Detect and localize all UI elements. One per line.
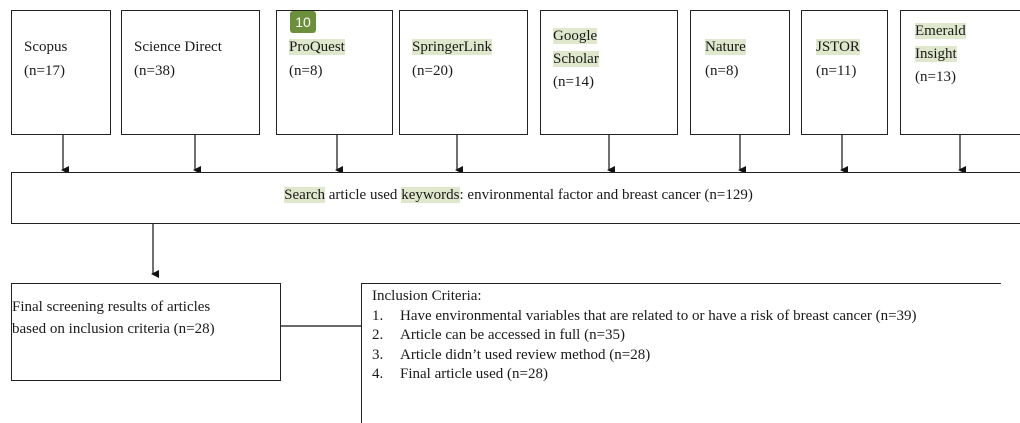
source-count: (n=20) bbox=[412, 63, 453, 79]
keywords-word: keywords bbox=[401, 187, 460, 203]
list-text: Final article used (n=28) bbox=[400, 366, 549, 382]
source-box-science-direct: Science Direct (n=38) bbox=[121, 10, 260, 135]
source-name: Google Scholar bbox=[553, 28, 599, 67]
source-name: Emerald Insight bbox=[915, 23, 966, 62]
search-keywords-box: Search article used keywords: environmen… bbox=[11, 172, 1020, 224]
inclusion-criteria-box: Inclusion Criteria: 1. Have environmenta… bbox=[361, 283, 1001, 423]
source-box-scopus: Scopus (n=17) bbox=[11, 10, 111, 135]
list-text: Have environmental variables that are re… bbox=[400, 307, 917, 324]
list-number: 3. bbox=[372, 346, 384, 363]
source-box-jstor: JSTOR (n=11) bbox=[801, 10, 888, 135]
source-box-google-scholar: Google Scholar (n=14) bbox=[540, 10, 678, 135]
search-text-rest: : environmental factor and breast cancer… bbox=[459, 187, 753, 203]
search-text: article used bbox=[324, 187, 402, 203]
source-name: JSTOR bbox=[816, 39, 860, 55]
list-item: 3. Article didn’t used review method (n=… bbox=[372, 346, 1001, 366]
final-line-2: based on inclusion criteria (n=28) bbox=[12, 321, 215, 337]
list-item: 4. Final article used (n=28) bbox=[372, 365, 1001, 385]
list-item: 1. Have environmental variables that are… bbox=[372, 307, 1001, 327]
source-name: SpringerLink bbox=[412, 39, 492, 55]
source-count: (n=11) bbox=[816, 63, 857, 79]
annotation-badge[interactable]: 10 bbox=[290, 11, 316, 33]
source-box-springerlink: SpringerLink (n=20) bbox=[399, 10, 528, 135]
source-count: (n=14) bbox=[553, 74, 594, 90]
source-count: (n=8) bbox=[289, 63, 323, 79]
list-number: 2. bbox=[372, 327, 384, 343]
source-count: (n=17) bbox=[24, 63, 65, 79]
list-number: 4. bbox=[372, 366, 384, 382]
source-count: (n=13) bbox=[915, 69, 956, 85]
list-text: Article can be accessed in full (n=35) bbox=[400, 327, 626, 343]
list-item: 2. Article can be accessed in full (n=35… bbox=[372, 326, 1001, 346]
list-text: Article didn’t used review method (n=28) bbox=[400, 346, 651, 363]
source-name: Science Direct bbox=[134, 39, 222, 55]
inclusion-list: 1. Have environmental variables that are… bbox=[372, 307, 1001, 385]
final-line-1: Final screening results of articles bbox=[12, 299, 211, 315]
list-number: 1. bbox=[372, 307, 384, 324]
search-word: Search bbox=[284, 187, 325, 203]
source-name: Scopus bbox=[24, 39, 68, 55]
source-name: ProQuest bbox=[289, 39, 345, 55]
final-screening-box: Final screening results of articles base… bbox=[11, 283, 281, 381]
source-count: (n=8) bbox=[705, 63, 739, 79]
inclusion-title: Inclusion Criteria: bbox=[372, 288, 482, 304]
source-name: Nature bbox=[705, 39, 746, 55]
source-box-nature: Nature (n=8) bbox=[690, 10, 790, 135]
source-count: (n=38) bbox=[134, 63, 175, 79]
source-box-emerald-insight: Emerald Insight (n=13) bbox=[900, 10, 1020, 135]
